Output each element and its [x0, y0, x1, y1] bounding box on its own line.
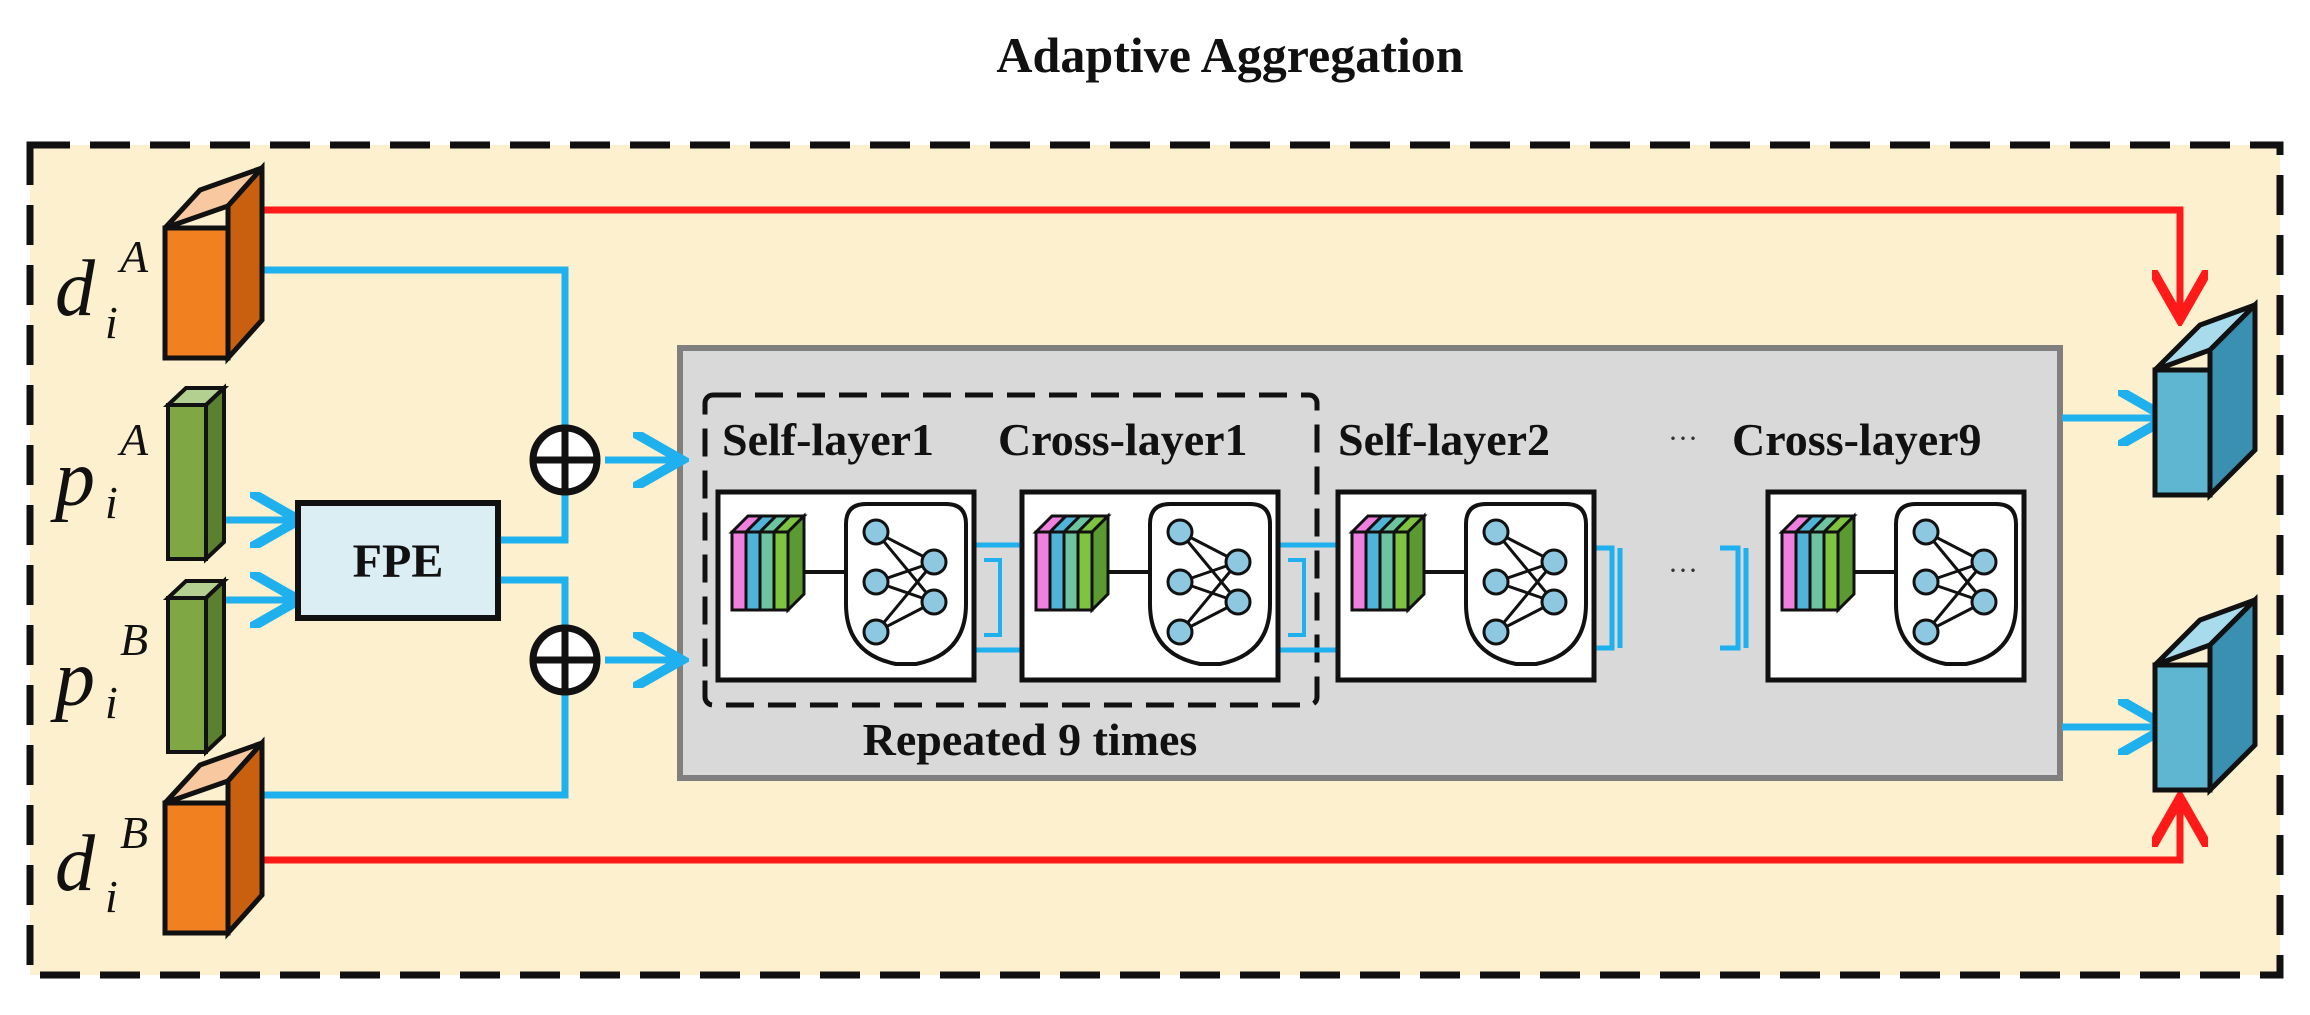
- position-block-a: [162, 383, 230, 564]
- label-position-b-base: p: [50, 635, 95, 723]
- label-position-b-sub: i: [105, 677, 118, 728]
- feature-slice: [730, 530, 748, 612]
- feature-slice: [1808, 530, 1826, 612]
- fpe-label: FPE: [353, 535, 444, 588]
- fpe-box: [295, 500, 501, 621]
- feature-slice: [1034, 530, 1052, 612]
- layer-label-self-1: Self-layer1: [722, 414, 934, 465]
- network-node: [1540, 548, 1568, 576]
- network-node: [1540, 588, 1568, 616]
- position-block-b: [162, 576, 230, 757]
- feature-slice: [744, 530, 762, 612]
- network-node: [1482, 518, 1510, 546]
- layer-block-self-1: [715, 489, 977, 683]
- feature-slice: [1076, 530, 1094, 612]
- network-node: [862, 568, 890, 596]
- label-descriptor-a-base: d: [55, 245, 96, 333]
- line-dB-to-sum: [258, 680, 569, 799]
- network-node: [1970, 548, 1998, 576]
- layer-connector: [1594, 545, 1623, 651]
- diagram-title: Adaptive Aggregation: [996, 27, 1463, 83]
- label-descriptor-b: d: [55, 820, 96, 908]
- line-dA-to-sum: [258, 266, 569, 430]
- network-node: [862, 518, 890, 546]
- network-node: [1912, 618, 1940, 646]
- layer-connector: [1720, 545, 1749, 651]
- network-node: [1482, 618, 1510, 646]
- layer-connector: [1278, 542, 1338, 653]
- skip-arrow-b: [258, 805, 2180, 864]
- repeated-group-box: [702, 392, 1320, 708]
- network-node: [1970, 588, 1998, 616]
- network-node: [1224, 548, 1252, 576]
- sum-operator-top: [529, 424, 601, 496]
- layer-label-self-2: Self-layer2: [1338, 414, 1550, 465]
- network-node: [1482, 568, 1510, 596]
- line-fpe-to-sum-bottom: [500, 576, 569, 630]
- network-node: [1166, 518, 1194, 546]
- layer-connector: [974, 542, 1022, 653]
- feature-slice: [1062, 530, 1080, 612]
- label-descriptor-b-sup: B: [120, 807, 148, 858]
- label-descriptor-b-base: d: [55, 820, 96, 908]
- ellipsis-middle: ···: [1668, 554, 1698, 587]
- feature-slice: [772, 530, 790, 612]
- descriptor-block-b: [162, 736, 265, 940]
- feature-slice: [1364, 530, 1382, 612]
- feature-slice: [758, 530, 776, 612]
- sum-operator-bottom: [529, 624, 601, 696]
- layer-block-self-2: [1335, 489, 1597, 683]
- skip-arrow-a: [258, 206, 2180, 312]
- feature-slice: [1780, 530, 1798, 612]
- label-position-b: p: [50, 635, 95, 723]
- label-position-b-sup: B: [120, 614, 148, 665]
- label-position-a-base: p: [50, 435, 95, 523]
- layer-label-cross-1: Cross-layer1: [998, 414, 1248, 465]
- network-node: [920, 548, 948, 576]
- layer-blocks: [715, 489, 2027, 683]
- label-descriptor-a: d: [55, 245, 96, 333]
- network-node: [920, 588, 948, 616]
- network-node: [862, 618, 890, 646]
- label-position-a: p: [50, 435, 95, 523]
- label-position-a-sub: i: [105, 477, 118, 528]
- layer-label-cross-9: Cross-layer9: [1732, 414, 1982, 465]
- feature-slice: [1378, 530, 1396, 612]
- line-fpe-to-sum-top: [500, 490, 569, 544]
- feature-slice: [1794, 530, 1812, 612]
- label-position-a-sup: A: [117, 414, 149, 465]
- feature-slice: [1048, 530, 1066, 612]
- feature-slice: [1350, 530, 1368, 612]
- network-node: [1912, 518, 1940, 546]
- feature-slice: [1822, 530, 1840, 612]
- output-block-b: [2152, 593, 2258, 797]
- label-descriptor-a-sub: i: [105, 297, 118, 348]
- layer-block-cross-1: [1019, 489, 1281, 683]
- network-node: [1166, 618, 1194, 646]
- repeat-label: Repeated 9 times: [863, 714, 1198, 765]
- feature-slice: [1392, 530, 1410, 612]
- label-descriptor-a-sup: A: [117, 231, 149, 282]
- network-node: [1166, 568, 1194, 596]
- layer-block-cross-9: [1765, 489, 2027, 683]
- network-node: [1912, 568, 1940, 596]
- descriptor-block-a: [162, 161, 265, 365]
- ellipsis-top: ···: [1668, 422, 1698, 455]
- network-node: [1224, 588, 1252, 616]
- output-block-a: [2152, 298, 2258, 502]
- label-descriptor-b-sub: i: [105, 871, 118, 922]
